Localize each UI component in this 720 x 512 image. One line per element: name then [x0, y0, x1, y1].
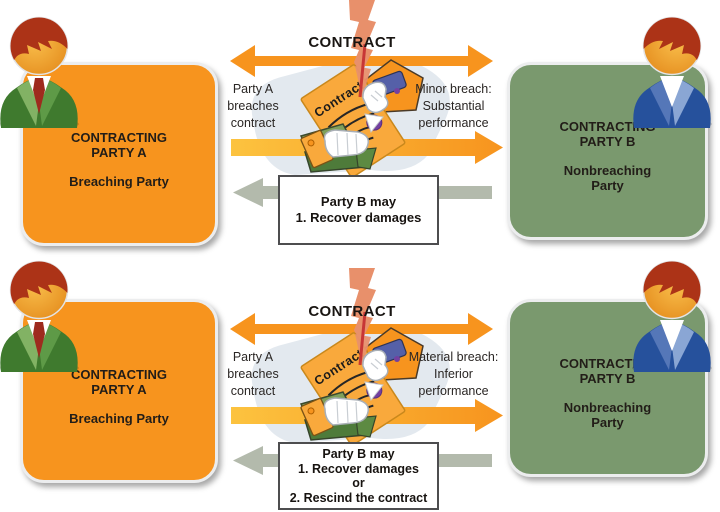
party-b-name-line2: PARTY B [579, 371, 636, 386]
result-note-line3: performance [418, 384, 489, 398]
contract-label: CONTRACT [308, 303, 396, 320]
breach-note-line1: Party A [232, 350, 274, 364]
party-b-name-line1: CONTRACTING [559, 356, 656, 371]
party-b-role-line1: Nonbreaching [563, 400, 652, 415]
party-b-box: CONTRACTING PARTY B Nonbreaching Party [507, 299, 708, 477]
remedy-box: Party B may 1. Recover damages [278, 175, 439, 245]
remedy-line1: Party B may [320, 194, 397, 209]
breach-note-line3: contract [230, 116, 276, 130]
result-note-line3: performance [418, 116, 489, 130]
result-note-line1: Minor breach: [415, 82, 492, 96]
breach-note-line1: Party A [232, 82, 274, 96]
person-b-icon [627, 257, 717, 372]
remedy-line2: 1. Recover damages [298, 461, 419, 476]
breach-note-line2: breaches [227, 367, 279, 381]
party-a-name-line1: CONTRACTING [70, 129, 168, 145]
party-a-box-text: CONTRACTING PARTY A Breaching Party [69, 357, 169, 426]
party-a-name-line2: PARTY A [91, 381, 147, 397]
party-b-box: CONTRACTING PARTY B Nonbreaching Party [507, 62, 708, 240]
spacer [559, 149, 655, 163]
party-b-role-line1: Nonbreaching [563, 163, 652, 178]
party-b-name-line2: PARTY B [579, 134, 636, 149]
result-note: Minor breach: Substantial performance [396, 81, 511, 132]
party-a-name-line1: CONTRACTING [70, 366, 168, 382]
party-a-role: Breaching Party [69, 410, 169, 426]
breach-note-line2: breaches [227, 99, 279, 113]
remedy-box: Party B may 1. Recover damages or 2. Res… [278, 442, 439, 510]
person-b-icon [627, 13, 717, 128]
party-b-role-line2: Party [591, 415, 624, 430]
party-a-box-text: CONTRACTING PARTY A Breaching Party [69, 120, 169, 189]
breach-note-line3: contract [230, 384, 276, 398]
party-b-role-line2: Party [591, 178, 624, 193]
contract-label: CONTRACT [308, 34, 396, 51]
result-note-line1: Material breach: [408, 350, 499, 364]
material-breach-panel: CONTRACTING PARTY A Breaching Party CONT… [0, 256, 720, 512]
breach-note: Party A breaches contract [208, 81, 298, 132]
party-a-name-line2: PARTY A [91, 144, 147, 160]
result-note-line2: Inferior [434, 367, 473, 381]
result-note-line2: Substantial [422, 99, 485, 113]
minor-breach-panel: CONTRACTING PARTY A Breaching Party CONT… [0, 0, 720, 246]
remedy-line4: 2. Rescind the contract [289, 490, 428, 505]
party-b-box-text: CONTRACTING PARTY B Nonbreaching Party [559, 109, 655, 193]
person-a-icon [0, 13, 84, 128]
party-a-role: Breaching Party [69, 173, 169, 189]
remedy-line2: 1. Recover damages [295, 210, 422, 225]
breach-note: Party A breaches contract [208, 349, 298, 400]
spacer [69, 160, 169, 174]
spacer [69, 397, 169, 411]
remedy-line1: Party B may [322, 447, 395, 461]
result-note: Material breach: Inferior performance [396, 349, 511, 400]
person-a-icon [0, 257, 84, 372]
remedy-line3: or [352, 476, 365, 490]
party-b-box-text: CONTRACTING PARTY B Nonbreaching Party [559, 346, 655, 430]
party-b-name-line1: CONTRACTING [559, 119, 656, 134]
spacer [559, 386, 655, 400]
